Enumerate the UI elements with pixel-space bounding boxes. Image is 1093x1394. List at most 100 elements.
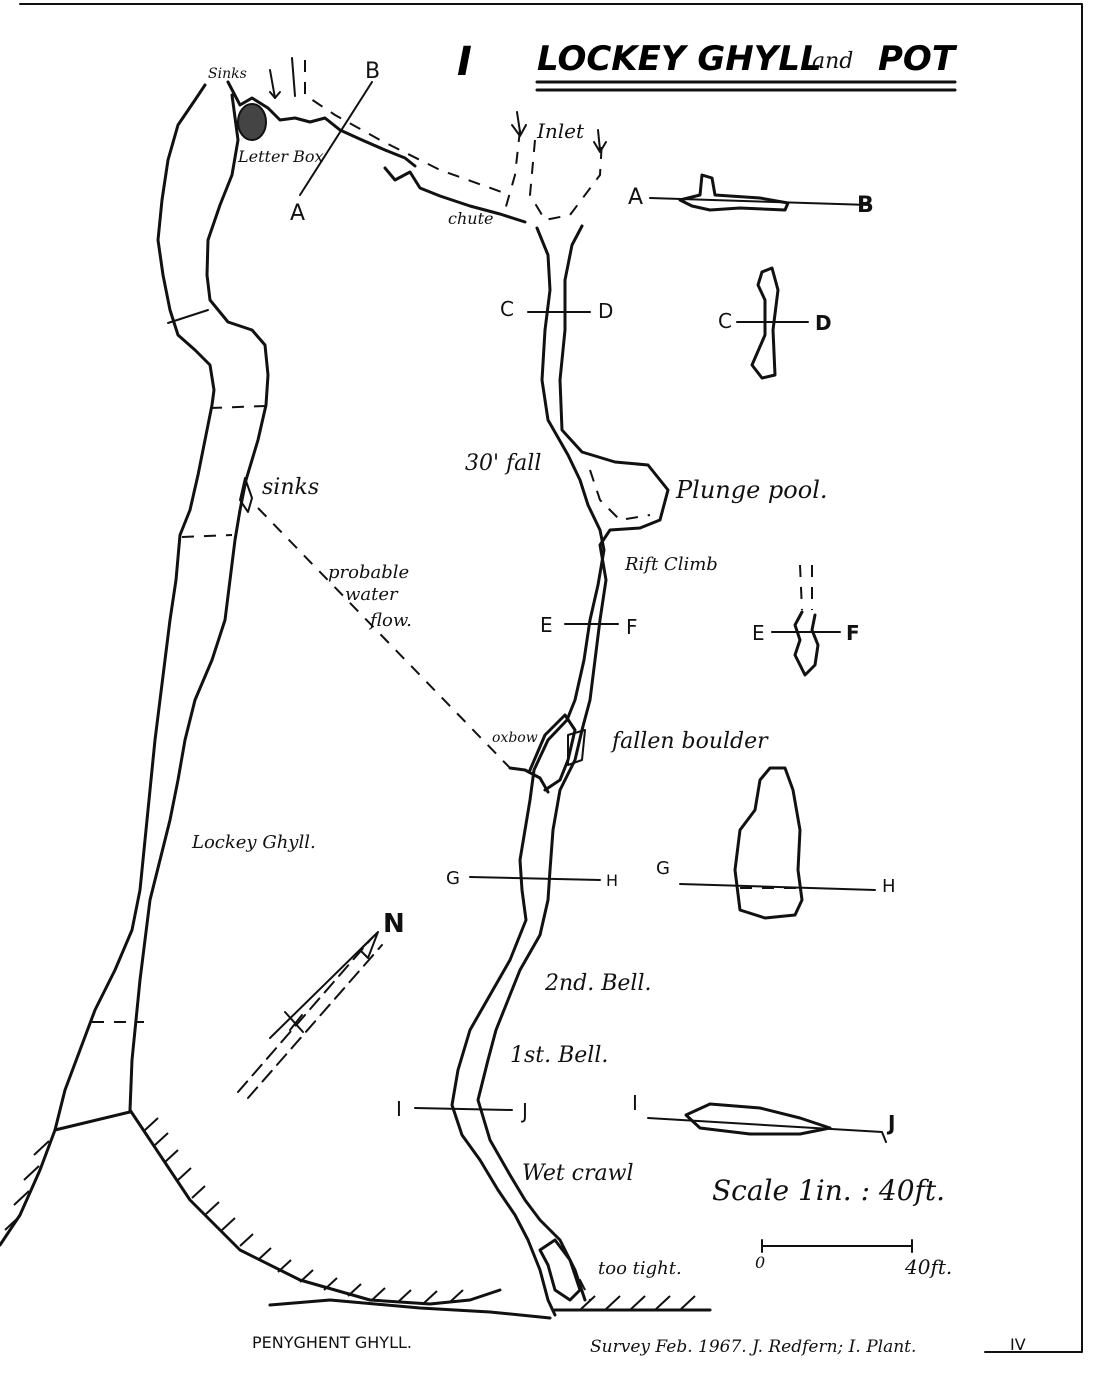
fallen-boulder-shape <box>567 729 586 766</box>
scale-text: Scale 1in. : 40ft. <box>712 1174 945 1207</box>
too-tight-squeeze <box>538 1238 582 1302</box>
ghyll-cross-3 <box>181 534 233 538</box>
bank-west-edge <box>0 1128 57 1247</box>
dashed-passage-top <box>304 60 511 196</box>
section-line-gh <box>469 876 601 881</box>
letter-e-profile: E <box>752 621 765 645</box>
scale-bar <box>761 1239 913 1253</box>
letter-c-profile: C <box>718 309 732 333</box>
sink-arrow-1 <box>269 69 276 99</box>
label-lockey-ghyll: Lockey Ghyll. <box>191 832 316 853</box>
title-block: I LOCKEY GHYLL and POT <box>457 39 958 92</box>
label-probable-1: probable <box>328 562 409 583</box>
sink-arrow-2 <box>291 57 296 97</box>
lockey-ghyll-channel <box>53 83 270 1132</box>
inlet-arrow-left <box>511 111 527 137</box>
label-sinks-mid: sinks <box>262 475 319 500</box>
title-main: LOCKEY GHYLL <box>537 39 822 79</box>
title-pot: POT <box>878 39 958 79</box>
label-oxbow: oxbow <box>492 730 538 746</box>
passage-west-wall <box>450 226 606 1317</box>
scale-block: Scale 1in. : 40ft. 0 40ft. <box>712 1174 952 1279</box>
section-line-ab <box>299 81 373 196</box>
profile-ef-dash <box>799 564 813 611</box>
profile-ij <box>684 1102 832 1136</box>
letter-c-plan: C <box>500 297 514 321</box>
label-letter-box: Letter Box <box>237 147 324 166</box>
letter-g-plan: G <box>446 868 460 889</box>
label-probable-2: water <box>345 584 399 605</box>
profile-ab <box>678 173 790 212</box>
ghyll-mouth <box>53 1110 132 1132</box>
north-arrowhead <box>359 931 379 959</box>
section-line-ij <box>414 1107 513 1111</box>
section-lines <box>299 81 619 1111</box>
letter-i-plan: I <box>396 1097 402 1121</box>
letter-box-passage <box>226 80 417 168</box>
letter-f-plan: F <box>626 615 638 639</box>
letter-e-plan: E <box>540 613 553 637</box>
label-wet-crawl: Wet crawl <box>522 1161 634 1186</box>
north-arrow: N <box>237 909 405 1099</box>
main-passage <box>450 224 670 1317</box>
inlet-dash-1 <box>504 129 521 211</box>
label-fall: 30' fall <box>465 451 541 476</box>
cross-sections <box>647 173 887 1143</box>
inlet-area <box>504 111 607 222</box>
profile-gh-line <box>679 883 876 891</box>
sheet-number: IV <box>1010 1335 1026 1354</box>
sinks-entrance <box>226 57 527 224</box>
label-plunge-pool: Plunge pool. <box>675 476 828 504</box>
sheet-border <box>19 3 1083 1353</box>
profile-ef <box>793 610 820 677</box>
ghyll-west-bank <box>53 83 216 1132</box>
label-bell-2: 2nd. Bell. <box>544 971 652 996</box>
label-penyghent: PENYGHENT GHYLL. <box>252 1333 412 1352</box>
letter-a-plan: A <box>290 201 305 226</box>
sinks-mid-mark <box>239 477 253 513</box>
label-bell-1: 1st. Bell. <box>510 1043 608 1068</box>
penyghent-ghyll-bank <box>0 1108 712 1320</box>
label-probable-3: flow. <box>368 610 412 631</box>
ghyll-east-bank <box>128 93 270 1112</box>
label-rift-climb: Rift Climb <box>624 554 718 575</box>
north-dash-1 <box>237 937 373 1093</box>
ghyll-cross-1 <box>167 309 209 324</box>
inlet-dash-2 <box>528 139 603 222</box>
north-label: N <box>383 909 405 939</box>
bank-curve <box>128 1108 502 1306</box>
label-fallen-boulder: fallen boulder <box>610 729 769 754</box>
north-shaft <box>269 934 376 1039</box>
letter-d-profile: D <box>815 311 832 335</box>
profile-gh <box>733 766 804 920</box>
profile-ij-line <box>647 1117 887 1143</box>
scale-start: 0 <box>755 1253 765 1272</box>
north-tail-cross <box>284 1011 304 1033</box>
label-chute: chute <box>448 209 493 228</box>
letter-b-plan: B <box>365 59 380 84</box>
probable-water-flow-line <box>257 507 511 769</box>
oxbow-loop <box>528 713 577 792</box>
chute-passage <box>383 166 527 224</box>
label-inlet: Inlet <box>536 119 585 143</box>
letter-h-profile: H <box>882 876 896 897</box>
letter-g-profile: G <box>656 858 670 879</box>
label-sinks-top: Sinks <box>208 66 247 82</box>
title-prefix: I <box>457 39 472 85</box>
scale-end: 40ft. <box>904 1255 952 1279</box>
ghyll-cross-2 <box>209 405 267 409</box>
section-letters: B A A B C D C D E F E F G H G H I J I J <box>290 59 896 1135</box>
profile-cd <box>750 266 780 380</box>
label-too-tight: too tight. <box>598 1258 682 1279</box>
letter-box-pool <box>237 103 267 141</box>
letter-f-profile: F <box>846 621 860 645</box>
inlet-arrow-right <box>593 129 607 153</box>
letter-j-profile: J <box>886 1111 895 1135</box>
title-underline <box>535 80 957 92</box>
letter-a-profile: A <box>628 185 643 210</box>
labels: Sinks Letter Box Inlet chute sinks proba… <box>191 66 828 1352</box>
too-tight-dash <box>559 1239 591 1301</box>
bank-hatching <box>4 1117 696 1311</box>
